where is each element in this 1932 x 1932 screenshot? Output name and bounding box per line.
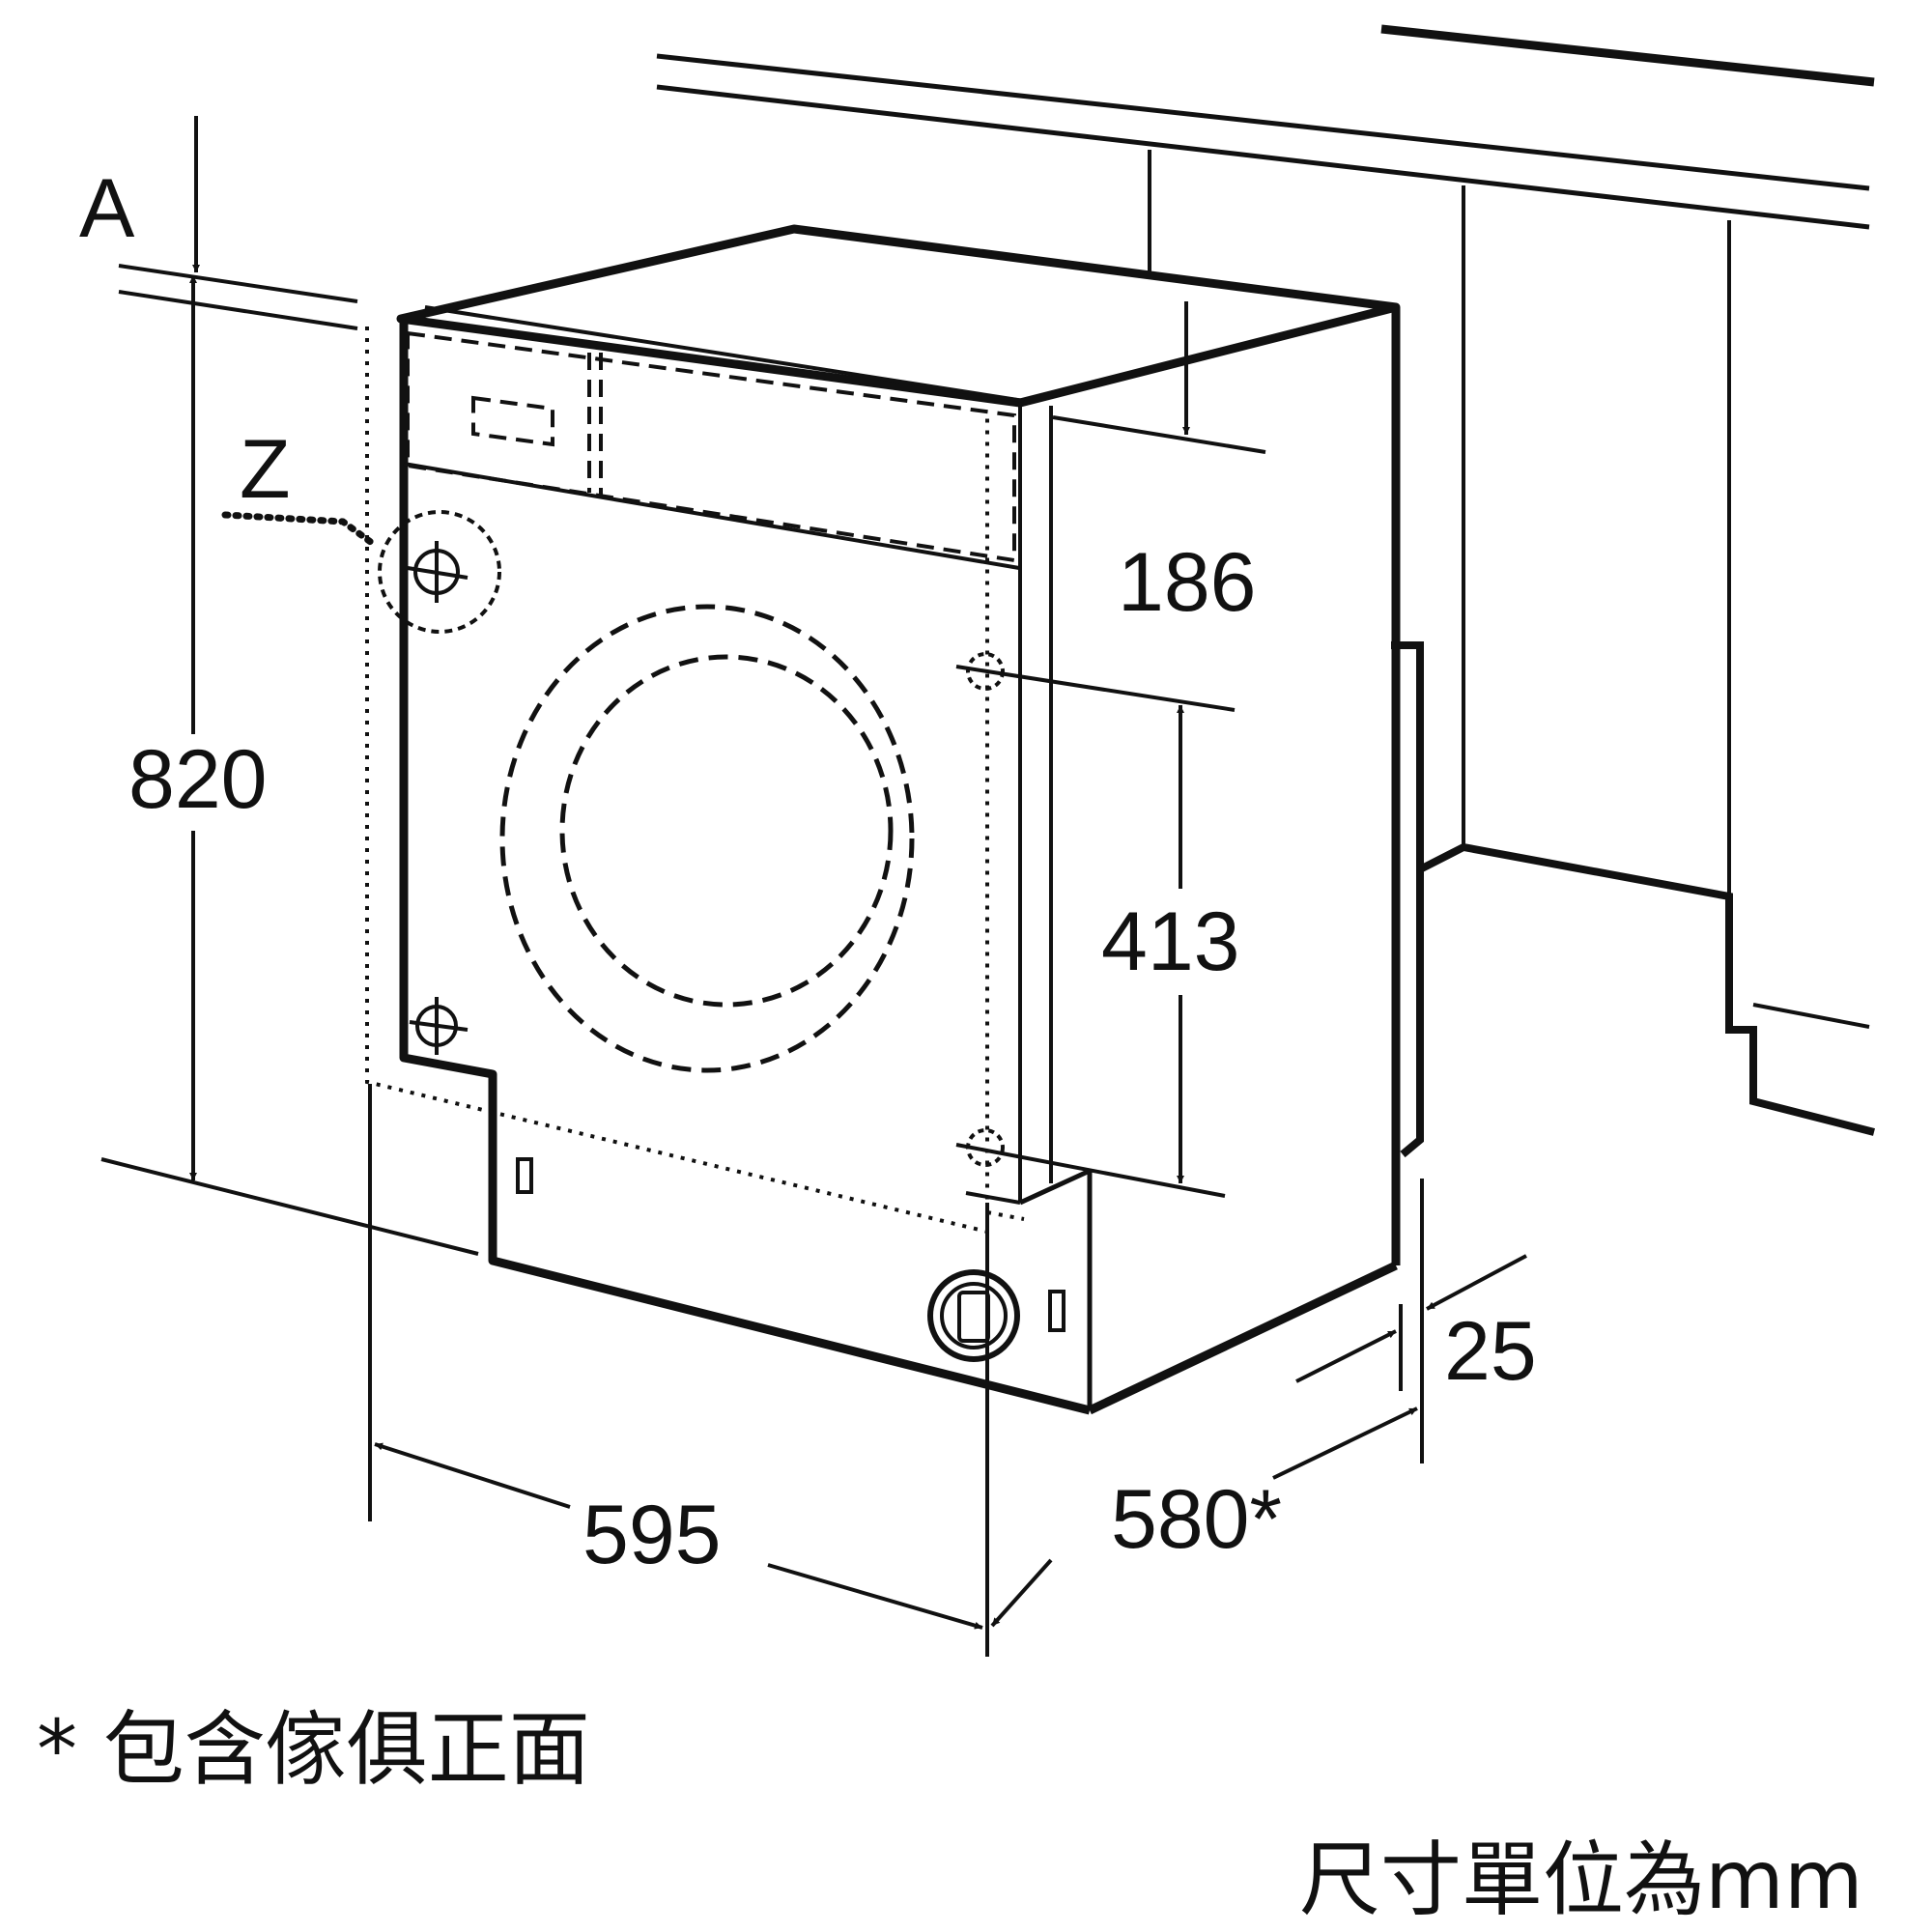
mount-point-top-left [407, 541, 469, 603]
dim-186-value: 186 [1118, 536, 1257, 629]
detail-leader-z [221, 511, 376, 547]
dim-595-value: 595 [582, 1489, 722, 1581]
dim-413-ext-top [955, 665, 1236, 712]
dim-580-arrow-left [990, 1558, 1053, 1628]
plinth-details [516, 1157, 1065, 1362]
plinth-slot-right [1048, 1290, 1065, 1332]
mount-point-top-right [966, 652, 1005, 691]
countertop-lines [656, 24, 1875, 1024]
adjacent-cabinet-plinth [1391, 641, 1875, 1158]
detail-circle-z [378, 510, 501, 634]
dim-595-arrow-left [374, 1442, 571, 1509]
dim-25-arrow-right [1426, 1254, 1527, 1311]
plinth-slot-left [516, 1157, 533, 1194]
dimension-lines [100, 116, 1527, 1657]
installation-frame [365, 327, 1025, 1235]
footnote-text: * 包含傢俱正面 [37, 1702, 590, 1797]
dim-a-line-bottom [118, 290, 358, 330]
dim-25-arrow-left [1295, 1329, 1397, 1383]
label-z: Z [240, 423, 291, 516]
door-porthole [499, 604, 915, 1073]
control-panel-outline [406, 330, 1016, 563]
dim-820-base [100, 1157, 479, 1256]
mount-point-bottom-left [409, 997, 469, 1055]
dim-a-line-top [118, 264, 358, 303]
drain-pump-cap [927, 1269, 1020, 1362]
washer-body [396, 224, 1401, 1415]
label-a: A [79, 162, 135, 255]
dim-413-ext-bottom [955, 1143, 1226, 1198]
dim-595-arrow-right [767, 1563, 983, 1630]
dim-186-ext [1052, 415, 1266, 454]
dim-820-value: 820 [128, 733, 268, 826]
mounting-points [221, 510, 1005, 1167]
dim-580-value: 580* [1111, 1473, 1282, 1566]
dim-413-value: 413 [1101, 895, 1240, 988]
dim-25-value: 25 [1444, 1305, 1537, 1398]
dim-580-arrow-right [1272, 1406, 1418, 1480]
units-note: 尺寸單位為mm [1299, 1833, 1863, 1927]
